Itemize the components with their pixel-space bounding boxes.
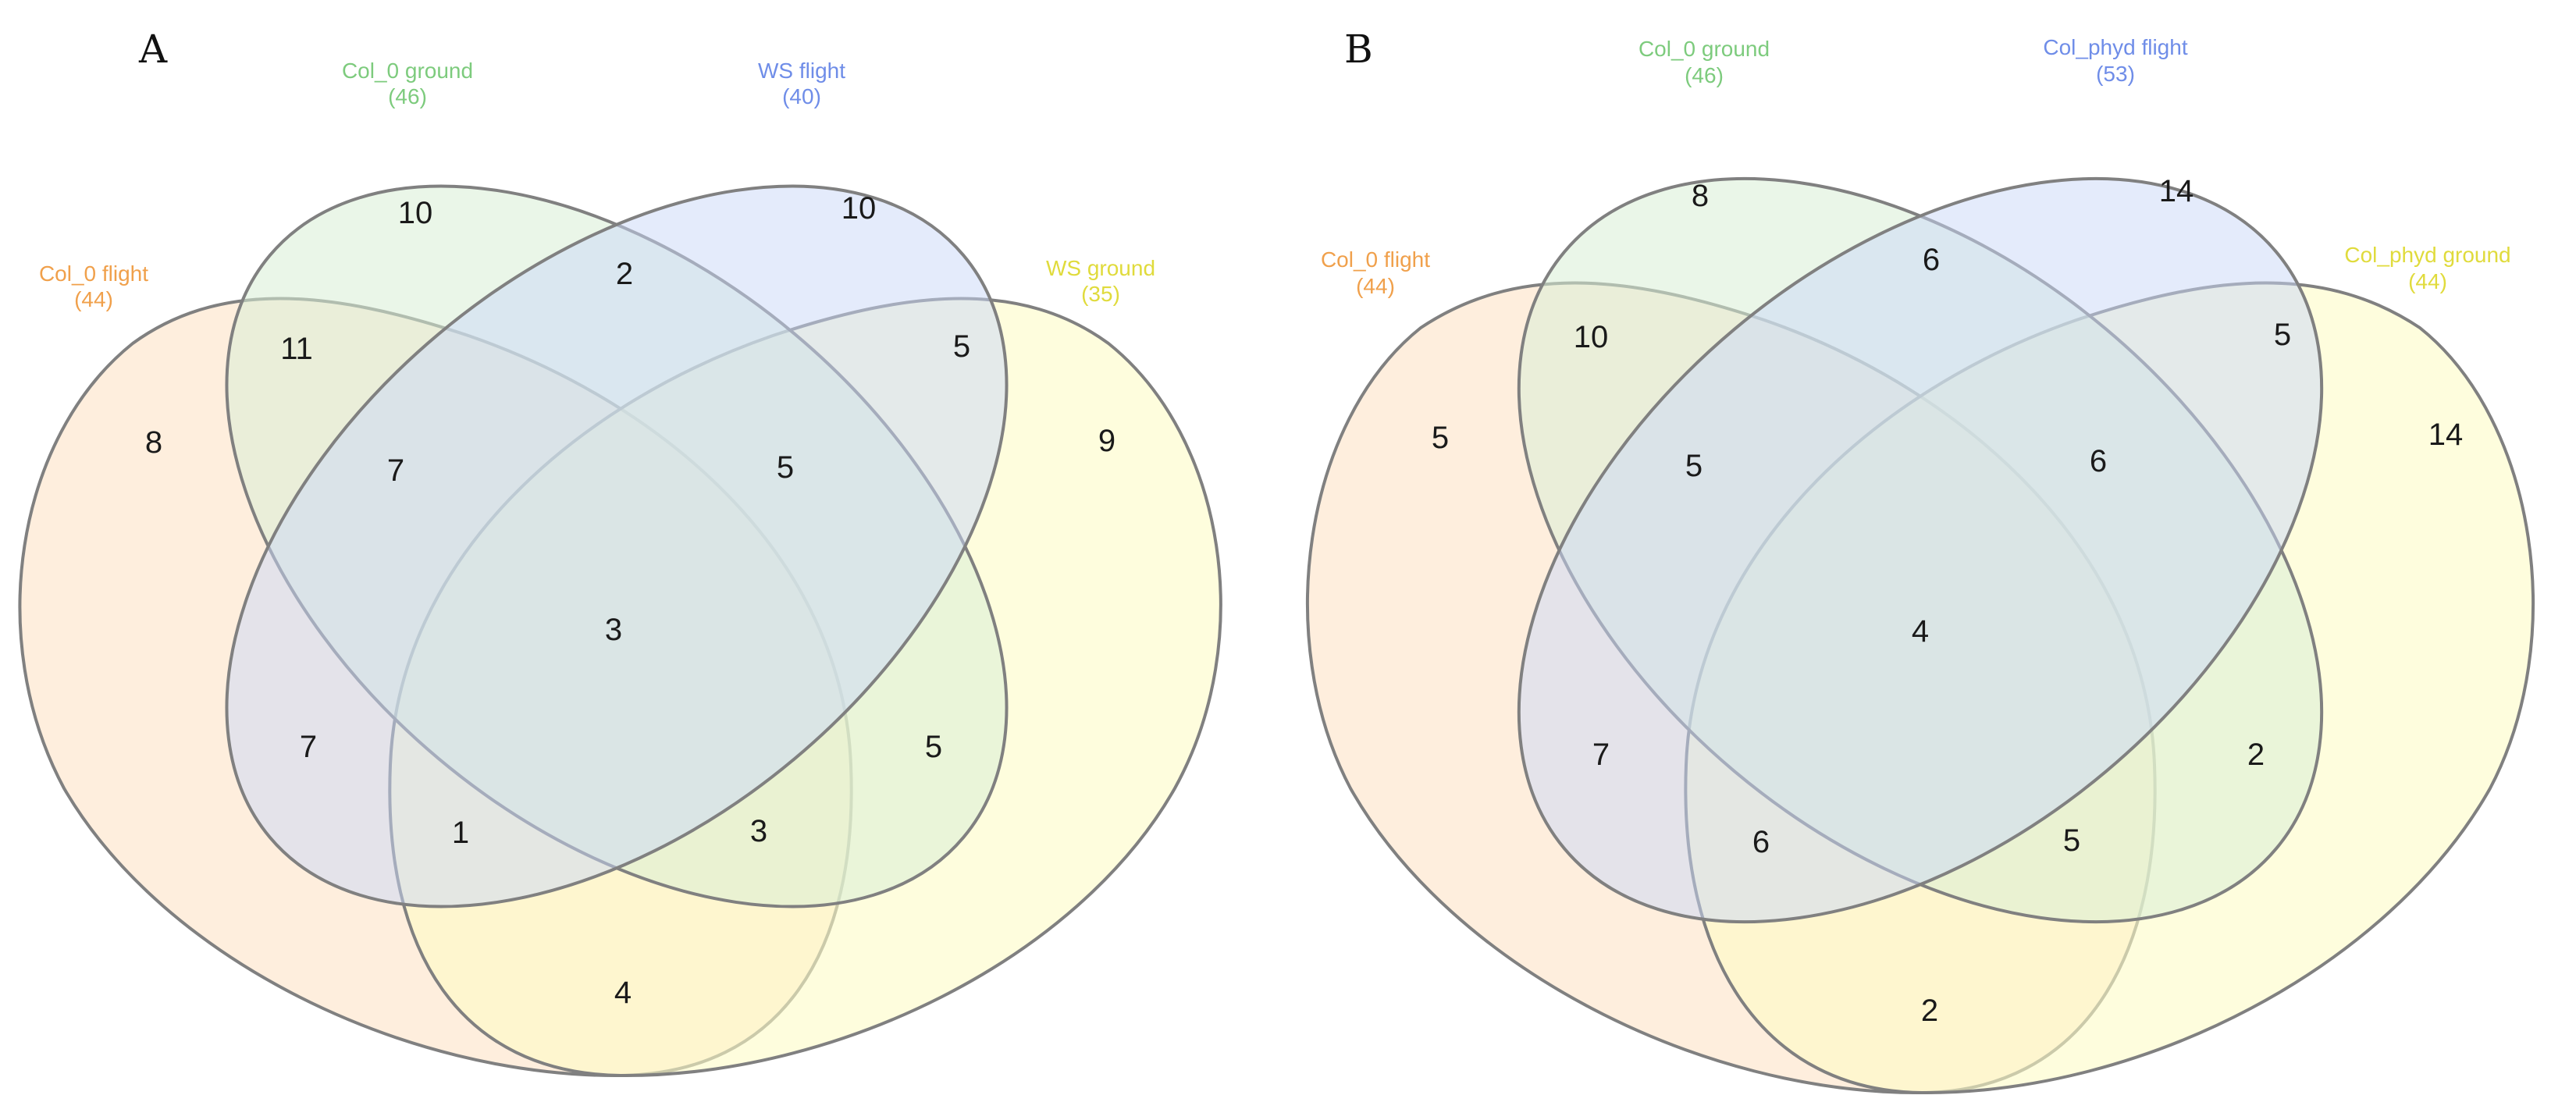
panel-a-count-ws-ground: (35) — [1081, 282, 1120, 306]
panel-b-count-col0-flight: (44) — [1356, 274, 1395, 298]
panel-b-region-count: 8 — [1692, 179, 1709, 213]
panel-b-count-phyd-flight: (53) — [2096, 62, 2135, 86]
panel-a-region-count: 4 — [614, 976, 632, 1010]
panel-b-count-phyd-ground: (44) — [2408, 269, 2447, 293]
panel-b-count-col0-ground: (46) — [1685, 63, 1724, 87]
panel-a-letter: A — [138, 27, 168, 72]
panel-a-label-col0-ground: Col_0 ground — [342, 59, 473, 83]
panel-a-region-count: 7 — [387, 453, 404, 488]
panel-b-region-count: 5 — [2274, 318, 2291, 352]
panel-b: B Col_0 flight (44) Col_0 ground (46) Co… — [1305, 27, 2535, 1095]
panel-a-region-count: 3 — [750, 814, 767, 848]
panel-a-count-ws-flight: (40) — [782, 84, 821, 108]
panel-a-count-col0-ground: (46) — [388, 84, 427, 108]
panel-a-region-count: 2 — [616, 257, 633, 291]
panel-a-region-count: 9 — [1098, 424, 1115, 458]
panel-a-region-count: 7 — [300, 730, 317, 764]
panel-a-label-ws-flight: WS flight — [758, 59, 845, 83]
panel-a-count-col0-flight: (44) — [74, 287, 113, 311]
panel-b-region-count: 5 — [1432, 421, 1449, 455]
panel-b-label-phyd-flight: Col_phyd flight — [2043, 35, 2187, 59]
panel-a-label-col0-flight: Col_0 flight — [39, 261, 148, 286]
panel-a-region-count: 1 — [452, 816, 469, 850]
panel-b-region-count: 14 — [2159, 174, 2194, 208]
panel-a-region-count: 5 — [777, 450, 794, 485]
panel-b-letter: B — [1344, 27, 1373, 72]
panel-b-region-count: 6 — [2090, 444, 2107, 478]
panel-a-region-count: 5 — [925, 730, 942, 764]
panel-b-region-count: 2 — [1921, 994, 1938, 1028]
panel-a-set-ws-flight — [225, 184, 1009, 908]
panel-b-region-count: 4 — [1912, 614, 1929, 649]
panel-a-label-ws-ground: WS ground — [1046, 256, 1155, 280]
panel-a-region-count: 10 — [841, 191, 877, 226]
panel-a-region-count: 8 — [145, 425, 162, 460]
panel-b-label-col0-ground: Col_0 ground — [1638, 37, 1770, 61]
panel-b-region-count: 5 — [2063, 823, 2080, 858]
panel-a-region-count: 11 — [280, 332, 313, 366]
panel-a-region-count: 10 — [398, 196, 433, 230]
panel-b-region-count: 14 — [2428, 418, 2464, 452]
panel-b-set-phyd-flight — [1517, 176, 2324, 924]
panel-b-region-count: 7 — [1592, 738, 1610, 772]
panel-b-region-count: 5 — [1685, 449, 1703, 483]
panel-b-region-count: 6 — [1923, 243, 1940, 277]
panel-b-label-col0-flight: Col_0 flight — [1321, 247, 1430, 272]
panel-b-label-phyd-ground: Col_phyd ground — [2344, 243, 2510, 267]
panel-b-region-count: 6 — [1752, 825, 1770, 859]
panel-b-region-count: 2 — [2247, 738, 2265, 772]
panel-a-region-count: 5 — [953, 329, 970, 364]
panel-a-region-count: 3 — [605, 613, 622, 647]
panel-a: A Col_0 flight (44) Col_0 ground (46) WS… — [18, 27, 1222, 1078]
panel-b-region-count: 10 — [1574, 320, 1609, 354]
